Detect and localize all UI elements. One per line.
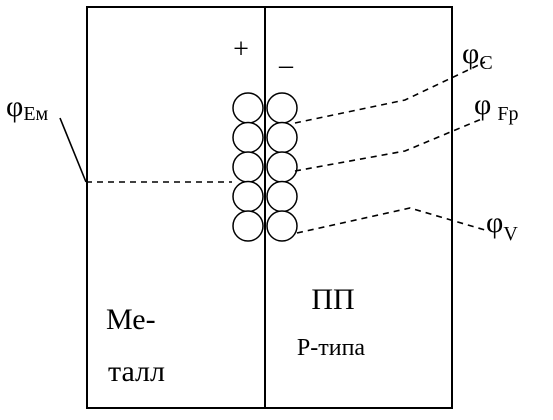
negative-charge-circle [266, 180, 298, 213]
phi-em-subscript: Ем [23, 103, 48, 125]
positive-charge-circle [232, 180, 264, 213]
phi-v-symbol: φ [486, 206, 503, 239]
phi-v-subscript: V [503, 223, 518, 245]
phi-c-subscript: C [479, 52, 492, 74]
phi-fp-subscript: Fp [497, 103, 518, 125]
positive-charge-circle [232, 151, 264, 183]
phi-c-symbol: φ [462, 37, 479, 70]
negative-charge-circle [266, 151, 298, 183]
negative-charge-circle [266, 210, 298, 242]
metal-label-line1: Ме- [106, 303, 156, 336]
phi-c-label: φC [462, 37, 493, 74]
negative-charge-circle [266, 121, 298, 154]
positive-charge-circle [232, 210, 264, 242]
semiconductor-label-line1: ПП [311, 283, 354, 316]
phi-em-label: φЕм [6, 90, 49, 125]
phi-em-leader [59, 117, 87, 183]
charge-layer [232, 92, 298, 242]
fermi-semiconductor-dashed-line [294, 117, 485, 172]
semiconductor-label-line2: Р-типа [297, 335, 366, 361]
phi-fp-symbol: φ [474, 88, 491, 121]
phi-v-label: φV [486, 206, 518, 245]
plus-sign: + [233, 34, 249, 65]
negative-charge-circle [266, 92, 298, 124]
minus-sign: – [278, 50, 294, 81]
conduction-band-dashed-line [294, 61, 486, 124]
valence-band-dashed-line [296, 207, 486, 234]
positive-charge-circle [232, 121, 264, 154]
positive-charge-circle [232, 92, 264, 124]
phi-em-symbol: φ [6, 90, 23, 123]
metal-label-line2: талл [108, 355, 165, 388]
phi-fp-label: φ Fp [474, 88, 518, 125]
diagram-frame [86, 6, 453, 409]
